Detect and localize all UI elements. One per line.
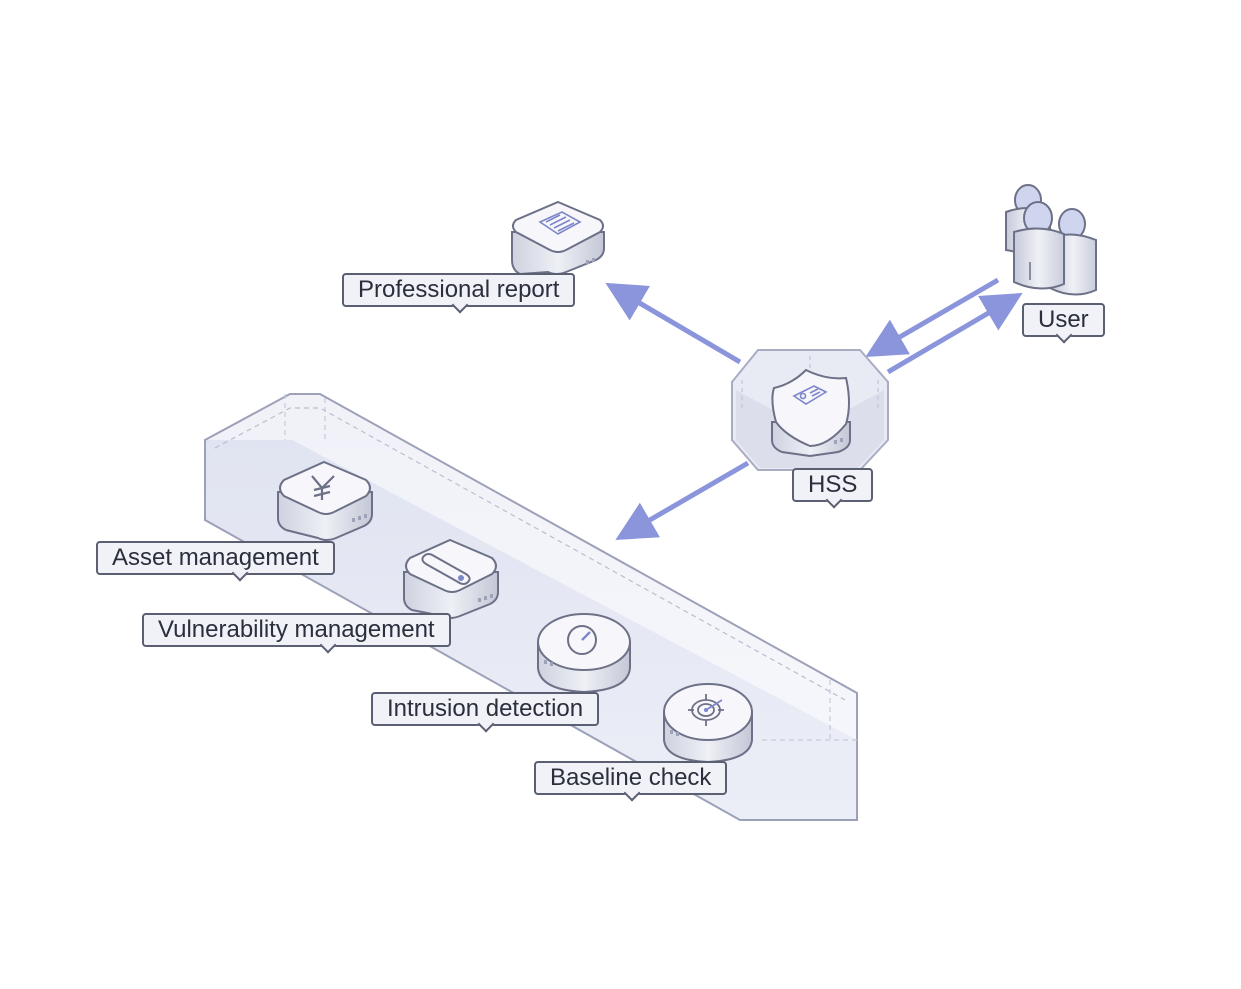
arrow-hss-to-report xyxy=(605,282,742,365)
arrow-user-to-hss xyxy=(865,277,1000,358)
asset-management-node xyxy=(277,460,373,541)
user-label: User xyxy=(1022,303,1105,337)
hss-label: HSS xyxy=(792,468,874,502)
document-icon xyxy=(538,211,582,235)
shield-icon xyxy=(771,368,851,458)
vulnerability-management-label: Vulnerability management xyxy=(142,613,451,647)
arrow-hss-to-features xyxy=(615,460,750,541)
person-front xyxy=(1013,201,1065,290)
users-icon xyxy=(1005,184,1097,296)
intrusion-detection-label: Intrusion detection xyxy=(371,692,600,726)
vulnerability-management-node xyxy=(403,538,499,619)
baseline-check-label: Baseline check xyxy=(534,761,728,795)
target-icon xyxy=(688,694,724,726)
gauge-icon xyxy=(567,625,597,655)
arrow-hss-to-user xyxy=(886,292,1023,375)
asset-management-label: Asset management xyxy=(96,541,335,575)
professional-report-node xyxy=(511,200,605,276)
intrusion-detection-node xyxy=(537,613,631,694)
user-node xyxy=(1005,184,1097,296)
thermometer-icon xyxy=(421,553,471,585)
baseline-check-node xyxy=(663,683,753,764)
arrows xyxy=(605,277,1023,541)
professional-report-label: Professional report xyxy=(342,273,576,307)
hss-node xyxy=(731,349,889,471)
yen-icon xyxy=(311,475,335,500)
